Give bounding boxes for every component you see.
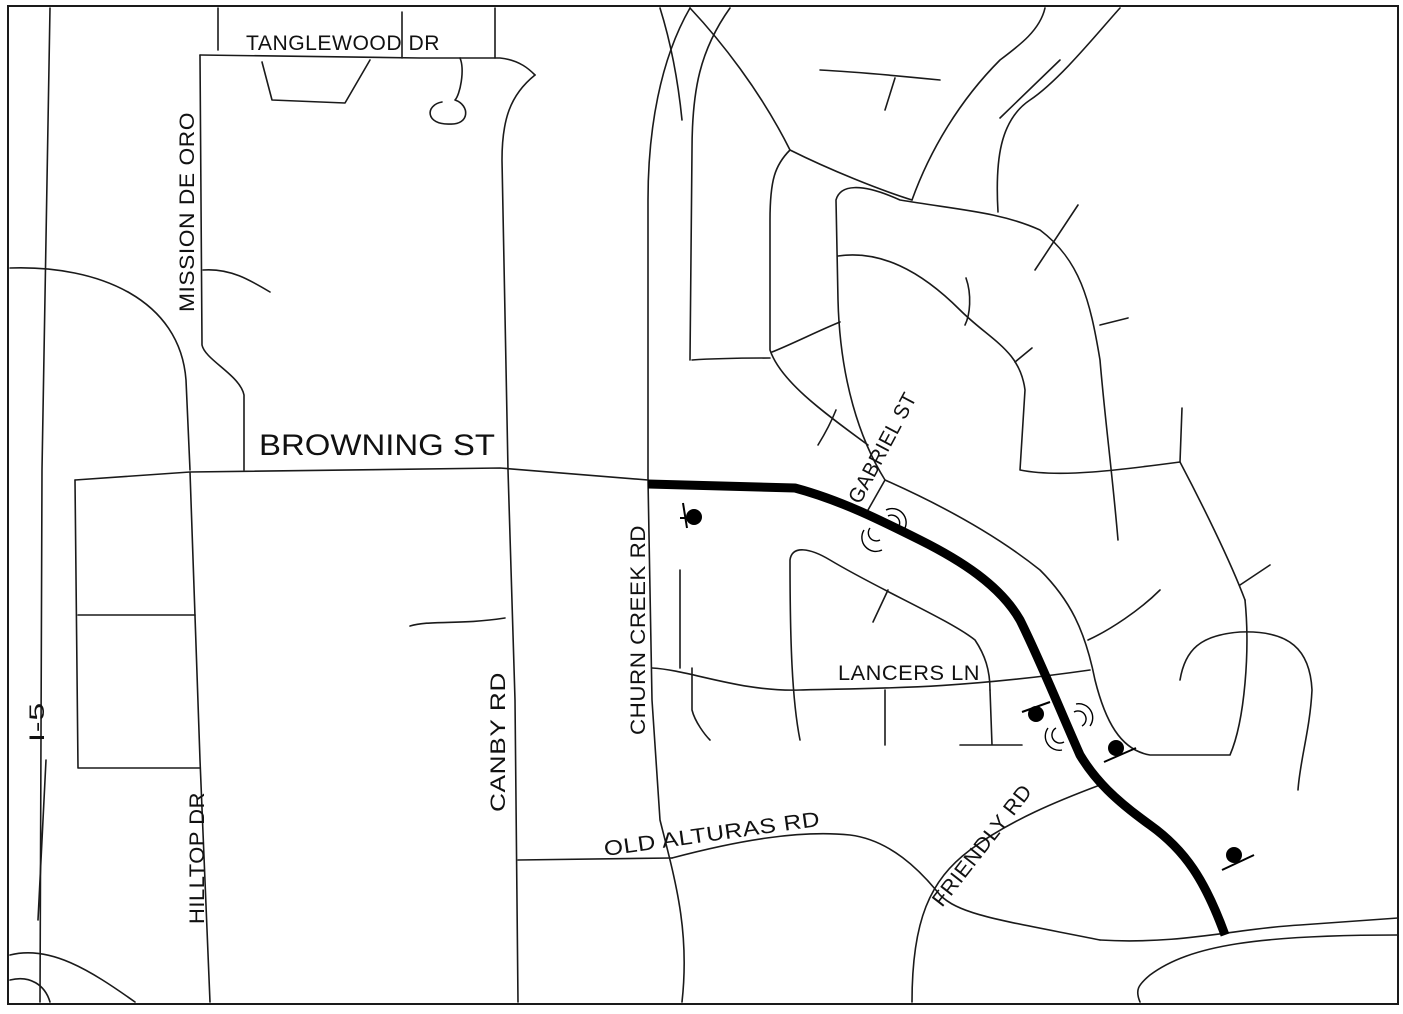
road-east-parallel bbox=[884, 479, 1248, 756]
road-parallel-stub bbox=[1087, 589, 1161, 641]
road-block-west bbox=[74, 479, 201, 769]
road-churn-creek-east bbox=[689, 7, 731, 361]
road-canby-stub bbox=[409, 617, 506, 627]
label-browning-st: BROWNING ST bbox=[259, 429, 495, 462]
label-tanglewood-dr: TANGLEWOOD DR bbox=[246, 32, 440, 55]
road-inner-stub bbox=[872, 589, 889, 623]
road-north-stub3 bbox=[691, 357, 771, 361]
road-tanglewood-culdesac bbox=[429, 57, 467, 125]
map-frame bbox=[7, 5, 1399, 1005]
sensor-wave-icon bbox=[861, 507, 907, 553]
road-north-loop bbox=[769, 149, 869, 446]
label-gabriel-st: GABRIEL ST bbox=[844, 389, 922, 508]
road-mission-de-oro bbox=[199, 54, 245, 471]
label-lancers-ln: LANCERS LN bbox=[838, 662, 980, 685]
label-churn-creek-rd: CHURN CREEK RD bbox=[627, 525, 650, 735]
road-churn-creek-rd bbox=[647, 7, 691, 1003]
road-old-alturas-rd bbox=[671, 832, 1101, 941]
sensor-wave-icon bbox=[1044, 703, 1094, 751]
road-north-stub2 bbox=[817, 409, 837, 446]
road-ne-stub5 bbox=[1014, 347, 1033, 363]
road-sw-curve2 bbox=[9, 978, 51, 1003]
road-old-alturas-west bbox=[517, 857, 673, 861]
road-ne-stub2 bbox=[884, 77, 896, 111]
label-old-alturas-rd: OLD ALTURAS RD bbox=[602, 808, 821, 861]
road-mission-stub bbox=[202, 269, 271, 293]
road-ne-stub1 bbox=[819, 69, 941, 81]
road-sw-curve bbox=[9, 951, 136, 1003]
road-network bbox=[9, 7, 1399, 1003]
road-gabriel-st bbox=[835, 186, 1119, 541]
signal-marker-icon bbox=[1103, 740, 1137, 763]
road-hilltop-dr bbox=[189, 471, 211, 1003]
road-inner-loop bbox=[789, 549, 991, 741]
road-north-curve bbox=[689, 7, 913, 201]
road-browning-st bbox=[74, 467, 649, 481]
road-lancers-stub1 bbox=[691, 667, 711, 741]
signal-marker-icon bbox=[680, 502, 702, 529]
road-i5-b bbox=[37, 759, 47, 921]
label-canby-rd: CANBY RD bbox=[487, 672, 510, 812]
road-gabriel-inner bbox=[964, 277, 971, 326]
road-tanglewood-dr bbox=[199, 54, 536, 76]
road-ne-road3 bbox=[999, 59, 1061, 119]
road-ne-stub7 bbox=[1239, 564, 1271, 586]
road-friendly-rd bbox=[911, 784, 1101, 1003]
road-tanglewood-loop bbox=[261, 59, 371, 104]
road-canby-ne-loop bbox=[659, 7, 683, 121]
road-south-curve bbox=[1136, 934, 1399, 1003]
road-south-east bbox=[1099, 917, 1399, 942]
road-lancers-stub3 bbox=[959, 689, 1023, 746]
label-i5: I-5 bbox=[26, 702, 49, 742]
signal-marker-icon bbox=[1021, 701, 1051, 722]
road-canby-rd bbox=[501, 74, 536, 1003]
road-ne-stub6 bbox=[1179, 407, 1183, 463]
highlighted-route bbox=[647, 479, 1230, 937]
road-i5-a bbox=[39, 7, 51, 1003]
road-east-loop bbox=[1179, 631, 1313, 791]
road-north-stub1 bbox=[771, 321, 841, 353]
label-friendly-rd: FRIENDLY RD bbox=[928, 780, 1037, 911]
road-ne-road2 bbox=[996, 7, 1121, 213]
label-mission-de-oro: MISSION DE ORO bbox=[176, 112, 199, 312]
road-ne-stub3 bbox=[1034, 204, 1079, 271]
road-gabriel-loop bbox=[837, 254, 1246, 601]
road-ne-stub4 bbox=[1099, 317, 1129, 326]
label-hilltop-dr: HILLTOP DR bbox=[186, 792, 209, 924]
road-west-loop bbox=[9, 267, 191, 471]
road-ne-road1 bbox=[911, 7, 1046, 201]
signal-marker-icon bbox=[1221, 847, 1255, 871]
